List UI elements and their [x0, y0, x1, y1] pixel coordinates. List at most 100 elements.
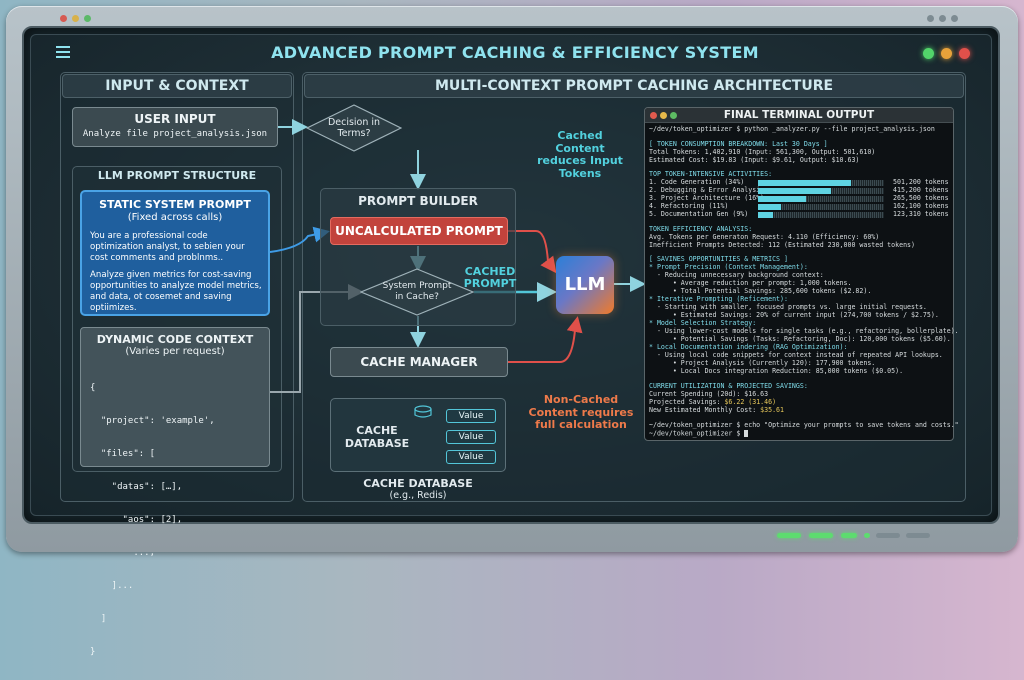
status-dot	[939, 15, 946, 22]
savings-line: - Using local code snippets for context …	[649, 351, 943, 359]
led-orange	[941, 48, 952, 59]
activity-tokens: 162,100 tokens	[893, 202, 949, 210]
footer-led	[906, 533, 930, 538]
terminal-projected: Projected Savings: $6.22 (31.46)	[649, 398, 777, 407]
savings-line: • Average reduction per prompt: 1,000 to…	[649, 279, 852, 287]
uncalculated-to-llm	[508, 230, 557, 274]
activity-label: 4. Refactoring (11%)	[649, 202, 729, 210]
footer-led	[876, 533, 900, 538]
savings-line: • Local Docs integration Reduction: 85,0…	[649, 367, 904, 375]
activity-label: 1. Code Generation (34%)	[649, 178, 745, 186]
static-system-prompt[interactable]: STATIC SYSTEM PROMPT (Fixed across calls…	[80, 190, 270, 316]
window-dot-red	[60, 15, 67, 22]
uncalculated-prompt[interactable]: UNCALCULATED PROMPT	[330, 217, 508, 245]
static-prompt-text-1: You are a professional code optimization…	[90, 231, 245, 263]
menu-icon[interactable]	[56, 46, 70, 58]
terminal-new-cost: New Estimated Monthly Cost: $35.61	[649, 406, 784, 415]
code-line: {	[90, 383, 96, 393]
cache-database-label: CACHE DATABASE	[344, 424, 410, 450]
dynamic-code-context[interactable]: DYNAMIC CODE CONTEXT (Varies per request…	[80, 327, 270, 657]
prompt-builder-title: PROMPT BUILDER	[358, 194, 478, 208]
terminal-close-icon[interactable]	[650, 112, 657, 119]
cache-value[interactable]: Value	[446, 450, 496, 464]
status-dot	[927, 15, 934, 22]
terminal-eff-2: Inefficient Prompts Detected: 112 (Estim…	[649, 241, 915, 249]
activity-bar-track	[758, 212, 884, 218]
terminal-minimize-icon[interactable]	[660, 112, 667, 119]
activity-bar-track	[758, 180, 884, 186]
static-prompt-title: STATIC SYSTEM PROMPT	[99, 198, 251, 211]
led-red	[959, 48, 970, 59]
dynamic-context-subtitle: (Varies per request)	[125, 346, 225, 357]
cache-check-diamond[interactable]	[360, 268, 474, 316]
activity-bar-track	[758, 204, 884, 210]
non-cached-note: Non-Cached Content requires full calcula…	[528, 393, 634, 431]
activity-bar-fill	[758, 180, 852, 186]
activity-tokens: 415,200 tokens	[893, 186, 949, 194]
cursor	[744, 430, 749, 437]
activity-bar-fill	[758, 204, 781, 210]
savings-line: * Model Selection Strategy:	[649, 319, 757, 327]
code-line: ]	[90, 614, 107, 624]
database-icon	[414, 405, 432, 418]
terminal-window[interactable]: FINAL TERMINAL OUTPUT ~/dev/token_optimi…	[644, 107, 959, 441]
cache-manager-to-llm	[508, 316, 583, 363]
cache-value[interactable]: Value	[446, 409, 496, 423]
terminal-top-header: TOP TOKEN-INTENSIVE ACTIVITIES:	[649, 170, 773, 178]
static-prompt-text-2: Analyze given metrics for cost-saving op…	[90, 270, 262, 313]
savings-line: * Local Documentation indering (RAG Opti…	[649, 343, 848, 351]
activity-label: 3. Project Architecture (16%)	[649, 194, 765, 202]
llm-prompt-structure-header: LLM PROMPT STRUCTURE	[97, 169, 257, 182]
terminal-maximize-icon[interactable]	[670, 112, 677, 119]
terminal-savings-header: [ SAVINES OPPORTUNITIES & METRICS ]	[649, 255, 788, 263]
projected-value: $6.22 (31.46)	[724, 398, 777, 406]
savings-line: • Estimated Savings: 20% of current inpu…	[649, 311, 939, 319]
dynamic-context-title: DYNAMIC CODE CONTEXT	[96, 333, 254, 346]
terminal-breakdown-header: [ TOKEN CONSUMPTION BREAKDOWN: Last 30 D…	[649, 140, 828, 148]
activity-tokens: 123,310 tokens	[893, 210, 949, 218]
code-line: ...,	[90, 548, 156, 558]
activity-bar-track	[758, 196, 884, 202]
window-dot-green	[84, 15, 91, 22]
terminal-prompt[interactable]: ~/dev/token_optimizer $	[649, 429, 749, 438]
cached-prompt-label: CACHED PROMPT	[463, 265, 517, 290]
code-line: ]...	[90, 581, 134, 591]
activity-label: 5. Documentation Gen (9%)	[649, 210, 749, 218]
llm-node[interactable]: LLM	[556, 256, 614, 314]
savings-line: • Potential Savings (Tasks: Refactoring,…	[649, 335, 951, 343]
window-dot-yellow	[72, 15, 79, 22]
activity-tokens: 265,500 tokens	[893, 194, 949, 202]
savings-line: - Starting with smaller, focused prompts…	[649, 303, 927, 311]
status-dot	[951, 15, 958, 22]
user-input-value: Analyze file project_analysis.json	[82, 129, 268, 139]
architecture-header: MULTI-CONTEXT PROMPT CACHING ARCHITECTUR…	[304, 74, 964, 98]
footer-led	[777, 533, 801, 538]
terminal-eff-1: Avg. Tokens per Generaton Request: 4.110…	[649, 233, 880, 241]
activity-label: 2. Debugging & Error Analysis	[649, 186, 765, 194]
cached-content-note: Cached Content reduces Input Tokens	[537, 129, 623, 180]
code-line: }	[90, 647, 96, 657]
savings-line: - Reducing unnecessary background contex…	[649, 271, 824, 279]
activity-bar-fill	[758, 212, 774, 218]
cache-database-sub: (e.g., Redis)	[389, 490, 447, 501]
terminal-est-cost: Estimated Cost: $19.83 (Input: $9.61, Ou…	[649, 156, 860, 164]
cache-manager[interactable]: CACHE MANAGER	[330, 347, 508, 377]
led-green	[923, 48, 934, 59]
terminal-util-header: CURRENT UTILIZATION & PROJECTED SAVINGS:	[649, 382, 808, 390]
cache-value[interactable]: Value	[446, 430, 496, 444]
cache-database-caption: CACHE DATABASE	[363, 477, 473, 490]
activity-tokens: 501,200 tokens	[893, 178, 949, 186]
new-cost-value: $35.61	[760, 406, 784, 414]
decision-diamond[interactable]	[306, 104, 402, 152]
user-input-box[interactable]: USER INPUT Analyze file project_analysis…	[72, 107, 278, 147]
decision-label: Decision in Terms?	[327, 117, 381, 139]
activity-bar-fill	[758, 188, 832, 194]
footer-led	[841, 533, 857, 538]
terminal-title: FINAL TERMINAL OUTPUT	[723, 109, 875, 121]
savings-line: - Using lower-cost models for single tas…	[649, 327, 959, 335]
savings-line: * Iterative Prompting (Reficement):	[649, 295, 788, 303]
prompt-text: ~/dev/token_optimizer $	[649, 429, 745, 438]
activity-bar-fill	[758, 196, 806, 202]
activity-bar-track	[758, 188, 884, 194]
terminal-spend: Current Spending (20d): $16.63	[649, 390, 769, 398]
